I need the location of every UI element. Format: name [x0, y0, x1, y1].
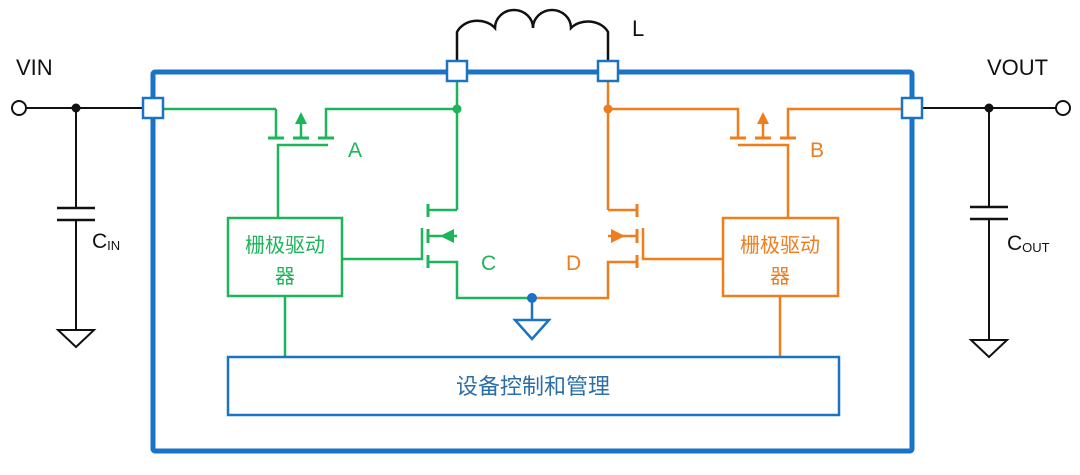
vout-terminal-icon[interactable]: [1055, 100, 1071, 116]
gate-driver-left-line1: 栅极驱动: [245, 233, 325, 257]
gate-driver-right-line2: 器: [770, 264, 790, 288]
vout-label: VOUT: [987, 55, 1048, 80]
chip-outline: [150, 69, 915, 454]
vout-network: [922, 100, 1071, 359]
pin-vin-icon: [141, 96, 165, 120]
pgnd-ground-icon: [512, 318, 552, 341]
green-network: [163, 80, 532, 357]
sw1-junction-icon: [452, 104, 462, 114]
switch-b-label: B: [810, 139, 824, 162]
vin-terminal-icon[interactable]: [11, 100, 27, 116]
cin-label: CIN: [92, 230, 120, 253]
gate-driver-left: [226, 216, 344, 298]
cin-ground-icon: [55, 329, 97, 349]
gate-driver-left-line2: 器: [275, 264, 295, 288]
orange-network: [532, 80, 902, 357]
inductor-label: L: [632, 16, 644, 41]
cout-ground-icon: [968, 339, 1010, 359]
pin-sw1-icon: [445, 59, 469, 83]
switch-c-arrow-icon: [440, 229, 454, 243]
switch-d-label: D: [566, 252, 581, 275]
control-block: [226, 355, 841, 417]
sw2-junction-icon: [603, 104, 613, 114]
cout-capacitor-icon: [970, 205, 1008, 221]
switch-c-label: C: [481, 252, 496, 275]
pin-sw2-icon: [596, 59, 620, 83]
control-block-label: 设备控制和管理: [456, 375, 610, 400]
switch-b-arrow-icon: [757, 112, 769, 124]
gate-driver-right: [721, 216, 840, 298]
pin-vout-icon: [900, 96, 924, 120]
cin-capacitor-icon: [57, 206, 95, 222]
gate-driver-right-line1: 栅极驱动: [740, 233, 820, 257]
switch-a-arrow-icon: [295, 112, 307, 124]
vin-label: VIN: [16, 55, 53, 80]
inductor-icon: [455, 8, 610, 62]
switch-a-label: A: [348, 139, 362, 162]
cout-label: COUT: [1007, 232, 1050, 255]
vin-network: [11, 100, 143, 349]
switch-d-arrow-icon: [611, 229, 625, 243]
